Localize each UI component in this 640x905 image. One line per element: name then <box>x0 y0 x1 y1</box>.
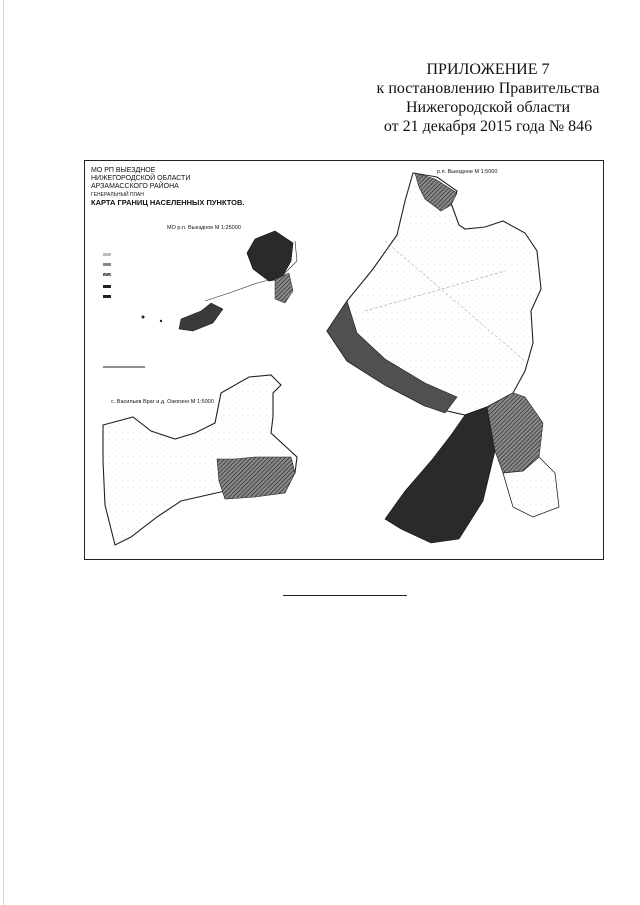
legend <box>103 253 145 368</box>
overview-hatched-area <box>274 272 294 304</box>
vasiliev-vrag-map-label: с. Васильев Враг и д. Ожогино М 1:5000 <box>111 399 214 405</box>
vasiliev-vrag-boundary <box>102 374 298 546</box>
legend-swatch <box>103 253 111 256</box>
map-drawing <box>102 172 560 546</box>
overview-map-label: МО р.п. Выездное М 1:25000 <box>167 225 241 231</box>
map-title-line: МО РП ВЫЕЗДНОЕ <box>91 167 156 174</box>
legend-swatch <box>103 273 111 276</box>
boundary-map: МО РП ВЫЕЗДНОЕ НИЖЕГОРОДСКОЙ ОБЛАСТИ АРЗ… <box>84 160 604 560</box>
overview-point <box>141 315 145 319</box>
vyezdnoe-road-2 <box>364 270 506 312</box>
vyezdnoe-river-strip <box>414 172 458 212</box>
vasiliev-vrag-map <box>102 374 298 546</box>
vyezdnoe-light-southeast <box>502 456 560 518</box>
vyezdnoe-map-label: р.п. Выездное М 1:5000 <box>437 169 498 175</box>
legend-swatch <box>103 285 111 288</box>
legend-swatch <box>103 295 111 298</box>
map-title-line: КАРТА ГРАНИЦ НАСЕЛЕННЫХ ПУНКТОВ. <box>91 197 245 207</box>
appendix-header: ПРИЛОЖЕНИЕ 7 к постановлению Правительст… <box>360 60 616 136</box>
resolution-date: от 21 декабря 2015 года № 846 <box>383 118 593 135</box>
vyezdnoe-boundary <box>326 172 542 416</box>
vyezdnoe-southwest-band <box>326 300 458 414</box>
legend-swatch <box>103 263 111 266</box>
map-title-line: НИЖЕГОРОДСКОЙ ОБЛАСТИ <box>91 175 191 183</box>
appendix-number: ПРИЛОЖЕНИЕ 7 <box>426 61 550 78</box>
map-title-line: ГЕНЕРАЛЬНЫЙ ПЛАН <box>91 191 144 198</box>
vyezdnoe-road <box>384 240 526 362</box>
page-edge <box>3 0 4 905</box>
vasiliev-vrag-hatched-block <box>216 456 296 500</box>
closing-rule <box>283 595 407 596</box>
vyezdnoe-map <box>326 172 560 544</box>
overview-boundary-line <box>204 240 298 302</box>
overview-point <box>159 319 163 323</box>
district-overview-map <box>141 230 298 332</box>
overview-south-area <box>178 302 224 332</box>
resolution-reference: к постановлению Правительства <box>376 80 600 97</box>
overview-north-area <box>246 230 294 282</box>
map-title-line: АРЗАМАССКОГО РАЙОНА <box>91 183 179 191</box>
vyezdnoe-dark-south <box>384 406 496 544</box>
region-name: Нижегородской области <box>405 99 570 116</box>
map-title-block: МО РП ВЫЕЗДНОЕ НИЖЕГОРОДСКОЙ ОБЛАСТИ АРЗ… <box>91 167 291 207</box>
